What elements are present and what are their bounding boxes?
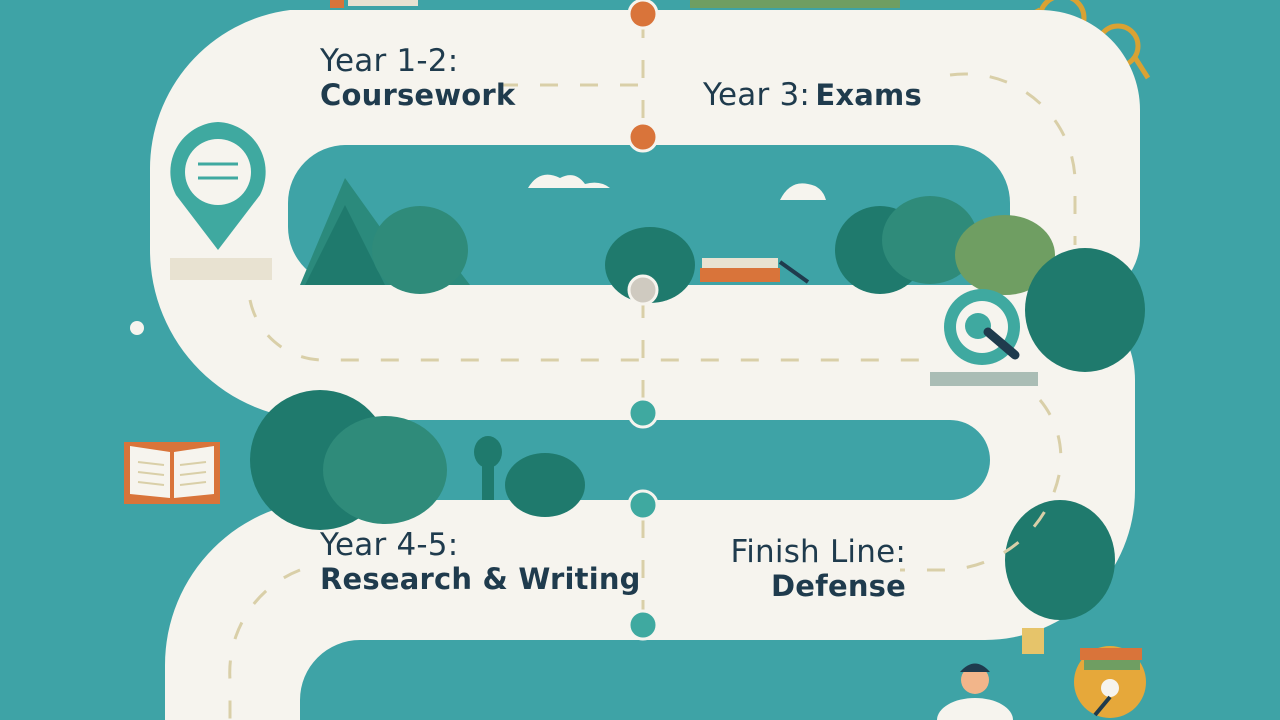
milestone-dot [627,121,659,153]
top-item-book [348,0,418,6]
cloud-icon [528,174,610,188]
milestone-title: Research & Writing [320,562,641,596]
tree-icon [1005,248,1145,654]
map-pin-icon [170,122,272,280]
student-figure [937,663,1013,720]
milestone-dots [627,0,659,641]
cloud-icon [780,183,826,200]
road-band-bottom [165,500,980,720]
top-item-left [330,0,344,8]
milestone-exams: Year 3: Exams [703,78,922,112]
book-stack-icon [1074,646,1146,718]
milestone-period: Year 3: [703,77,811,113]
milestone-title: Defense [771,569,907,603]
milestone-dot [627,609,659,641]
milestone-period: Year 4-5: [320,527,459,563]
road-band-top [149,10,1140,620]
landscape-window-upper [288,145,1055,303]
milestone-dot [627,274,659,306]
landscape-window-middle [250,390,990,530]
milestone-title: Coursework [320,78,516,112]
magnifier-icon [930,289,1038,386]
open-book-icon [124,442,220,504]
milestone-title: Exams [815,78,922,112]
milestone-dot [627,489,659,521]
decor-dot [130,321,144,335]
milestone-coursework: Year 1-2: Coursework [320,44,515,112]
milestone-dot [627,397,659,429]
milestone-defense: Finish Line: Defense [705,535,906,603]
milestone-period: Year 1-2: [320,43,459,79]
top-item-hedge [690,0,900,8]
milestone-period: Finish Line: [730,534,907,570]
milestone-research: Year 4-5: Research & Writing [320,528,641,596]
road-dashes [228,20,1077,720]
milestone-dot [627,0,659,30]
